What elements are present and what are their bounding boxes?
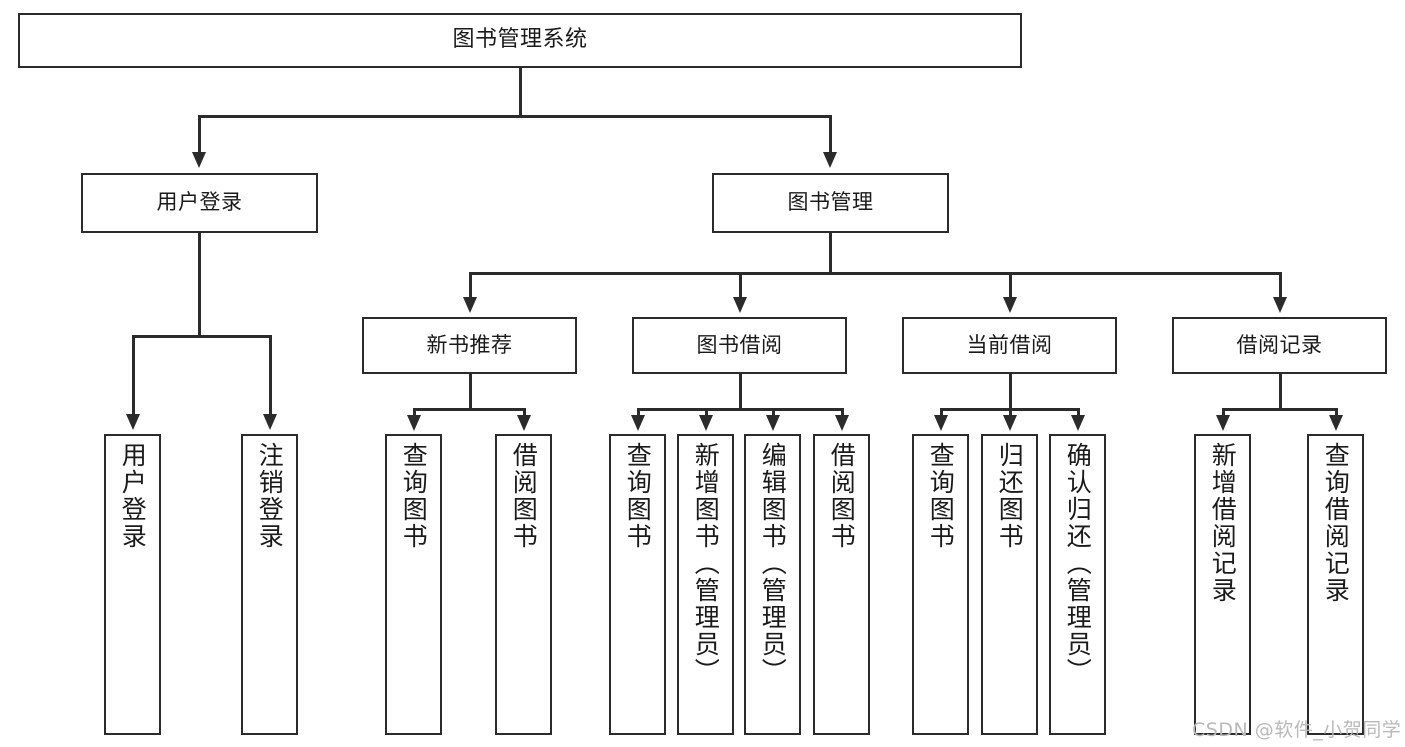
leaf-current-borrow-confirm[interactable]: 确认归还（管理员） <box>1049 434 1106 735</box>
node-current-borrow[interactable]: 当前借阅 <box>902 317 1117 374</box>
node-label: 当前借阅 <box>966 332 1053 357</box>
node-label: 新增借阅记录 <box>1208 442 1238 604</box>
node-label: 图书管理 <box>787 190 874 215</box>
node-label: 图书借阅 <box>696 332 783 357</box>
leaf-user-login-login[interactable]: 用户登录 <box>104 434 161 735</box>
leaf-current-borrow-return[interactable]: 归还图书 <box>981 434 1038 735</box>
node-label: 用户登录 <box>118 442 148 550</box>
connector-root-to-book-manage <box>829 115 832 155</box>
node-label: 归还图书 <box>995 442 1025 550</box>
node-label: 查询图书 <box>926 442 956 550</box>
connector-book-borrow-to-leaf-2 <box>705 408 708 418</box>
node-label: 查询借阅记录 <box>1321 442 1351 604</box>
arrowhead-icon <box>699 415 713 431</box>
connector-book-manage-bar <box>469 272 1281 275</box>
arrowhead-icon <box>766 415 780 431</box>
node-label: 确认归还（管理员） <box>1063 442 1093 685</box>
leaf-user-login-logout[interactable]: 注销登录 <box>241 434 298 735</box>
connector-current-borrow-to-leaf-1 <box>940 408 943 418</box>
arrowhead-icon <box>192 152 206 168</box>
connector-book-borrow-to-leaf-4 <box>841 408 844 418</box>
node-label: 编辑图书（管理员） <box>758 442 788 685</box>
connector-new-book-bar <box>413 408 526 411</box>
connector-book-borrow-trunk <box>739 374 742 410</box>
node-book-borrow[interactable]: 图书借阅 <box>632 317 847 374</box>
node-label: 查询图书 <box>399 442 429 550</box>
arrowhead-icon <box>823 152 837 168</box>
arrowhead-icon <box>517 415 531 431</box>
connector-root-to-user-login <box>198 115 201 155</box>
node-label: 借阅图书 <box>509 442 539 550</box>
node-label: 新增图书（管理员） <box>691 442 721 685</box>
arrowhead-icon <box>263 414 277 430</box>
node-book-management[interactable]: 图书管理 <box>712 173 949 233</box>
connector-borrow-record-to-leaf-2 <box>1335 408 1338 418</box>
arrowhead-icon <box>835 415 849 431</box>
connector-book-manage-to-child-4 <box>1279 272 1282 300</box>
leaf-book-borrow-borrow[interactable]: 借阅图书 <box>813 434 870 735</box>
connector-borrow-record-to-leaf-1 <box>1222 408 1225 418</box>
leaf-borrow-record-query[interactable]: 查询借阅记录 <box>1307 434 1364 735</box>
node-label: 用户登录 <box>156 190 243 215</box>
watermark-text: CSDN @软件_小贺同学 <box>1192 719 1402 741</box>
connector-user-login-to-leaf-2 <box>269 335 272 417</box>
leaf-borrow-record-add[interactable]: 新增借阅记录 <box>1194 434 1251 735</box>
arrowhead-icon <box>1071 415 1085 431</box>
arrowhead-icon <box>1003 297 1017 313</box>
leaf-new-book-query[interactable]: 查询图书 <box>385 434 442 735</box>
node-label: 借阅图书 <box>827 442 857 550</box>
connector-book-borrow-to-leaf-1 <box>637 408 640 418</box>
node-label: 新书推荐 <box>426 332 513 357</box>
connector-user-login-trunk <box>198 233 201 337</box>
leaf-book-borrow-add[interactable]: 新增图书（管理员） <box>677 434 734 735</box>
connector-user-login-bar <box>132 335 271 338</box>
connector-root-bar <box>198 115 832 118</box>
arrowhead-icon <box>733 297 747 313</box>
arrowhead-icon <box>463 297 477 313</box>
connector-borrow-record-bar <box>1222 408 1338 411</box>
connector-book-manage-trunk <box>829 233 832 275</box>
node-label: 图书管理系统 <box>452 27 588 53</box>
connector-current-borrow-to-leaf-2 <box>1009 408 1012 418</box>
connector-book-manage-to-child-1 <box>469 272 472 300</box>
leaf-new-book-borrow[interactable]: 借阅图书 <box>495 434 552 735</box>
arrowhead-icon <box>1329 415 1343 431</box>
leaf-book-borrow-query[interactable]: 查询图书 <box>609 434 666 735</box>
connector-root-trunk <box>519 68 522 116</box>
node-root-system[interactable]: 图书管理系统 <box>18 13 1022 68</box>
node-new-book-recommend[interactable]: 新书推荐 <box>362 317 577 374</box>
leaf-book-borrow-edit[interactable]: 编辑图书（管理员） <box>744 434 801 735</box>
connector-book-borrow-to-leaf-3 <box>772 408 775 418</box>
leaf-current-borrow-query[interactable]: 查询图书 <box>912 434 969 735</box>
connector-book-manage-to-child-2 <box>739 272 742 300</box>
arrowhead-icon <box>407 415 421 431</box>
connector-borrow-record-trunk <box>1279 374 1282 410</box>
node-label: 查询图书 <box>623 442 653 550</box>
arrowhead-icon <box>631 415 645 431</box>
arrowhead-icon <box>1003 415 1017 431</box>
connector-book-manage-to-child-3 <box>1009 272 1012 300</box>
node-user-login[interactable]: 用户登录 <box>81 173 318 233</box>
connector-current-borrow-trunk <box>1009 374 1012 410</box>
arrowhead-icon <box>1273 297 1287 313</box>
connector-user-login-to-leaf-1 <box>132 335 135 417</box>
node-label: 借阅记录 <box>1236 332 1323 357</box>
connector-book-borrow-bar <box>637 408 844 411</box>
connector-current-borrow-to-leaf-3 <box>1077 408 1080 418</box>
connector-new-book-to-leaf-1 <box>413 408 416 418</box>
connector-new-book-to-leaf-2 <box>523 408 526 418</box>
arrowhead-icon <box>126 414 140 430</box>
arrowhead-icon <box>1216 415 1230 431</box>
node-borrow-record[interactable]: 借阅记录 <box>1172 317 1387 374</box>
arrowhead-icon <box>934 415 948 431</box>
node-label: 注销登录 <box>255 442 285 550</box>
connector-new-book-trunk <box>469 374 472 410</box>
